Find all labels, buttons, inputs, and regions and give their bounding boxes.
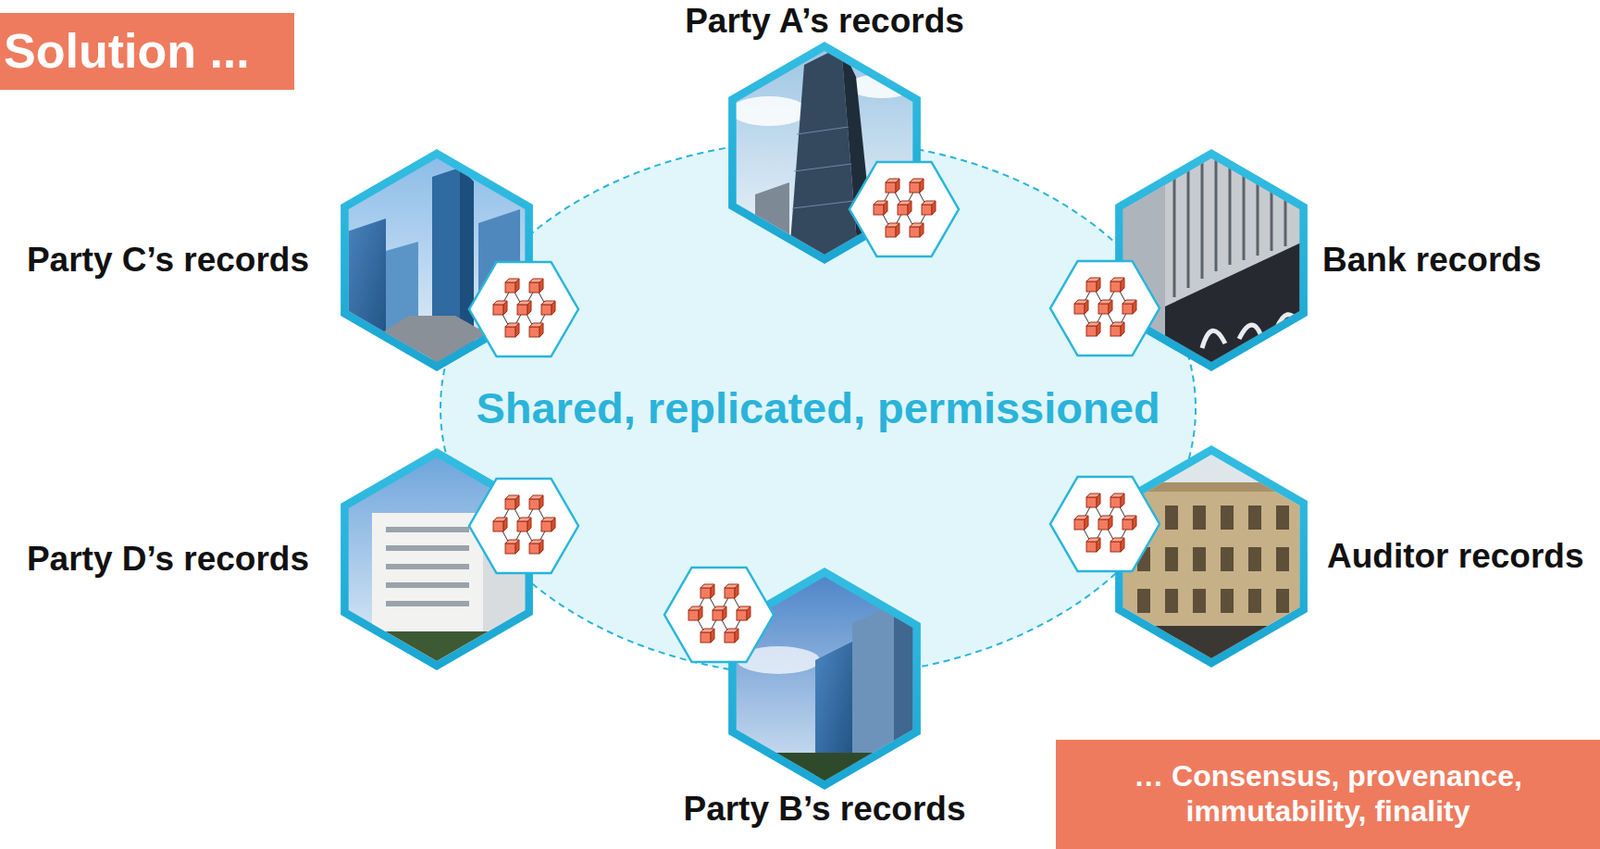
- party-node: Auditor records: [1115, 445, 1308, 668]
- party-label: Bank records: [1322, 241, 1542, 280]
- party-label: Auditor records: [1327, 537, 1585, 576]
- party-node: Party A’s records: [728, 41, 921, 264]
- party-node: Bank records: [1115, 148, 1308, 372]
- party-label: Party A’s records: [684, 2, 965, 41]
- party-label: Party D’s records: [26, 540, 310, 579]
- ledger-icon: [1050, 260, 1160, 356]
- ledger-icon: [1050, 476, 1160, 571]
- ledger-icon: [469, 261, 579, 357]
- summary-tag: … Consensus, provenance, immutability, f…: [1055, 739, 1600, 849]
- heading-text: Solution ...: [3, 24, 250, 78]
- ledger-icon: [664, 567, 774, 662]
- ledger-label: Shared, replicated, permissioned: [475, 383, 1160, 434]
- party-node: Party B’s records: [728, 567, 921, 790]
- ledger-region: Shared, replicated, permissioned: [468, 379, 1167, 437]
- party-label: Party B’s records: [682, 790, 966, 829]
- heading-tag: Solution ...: [0, 12, 295, 90]
- ledger-icon: [469, 478, 579, 573]
- party-label: Party C’s records: [26, 241, 310, 280]
- ledger-icon: [849, 161, 959, 257]
- summary-text: … Consensus, provenance, immutability, f…: [1074, 758, 1582, 830]
- party-node: Party C’s records: [340, 148, 534, 372]
- party-node: Party D’s records: [340, 447, 534, 670]
